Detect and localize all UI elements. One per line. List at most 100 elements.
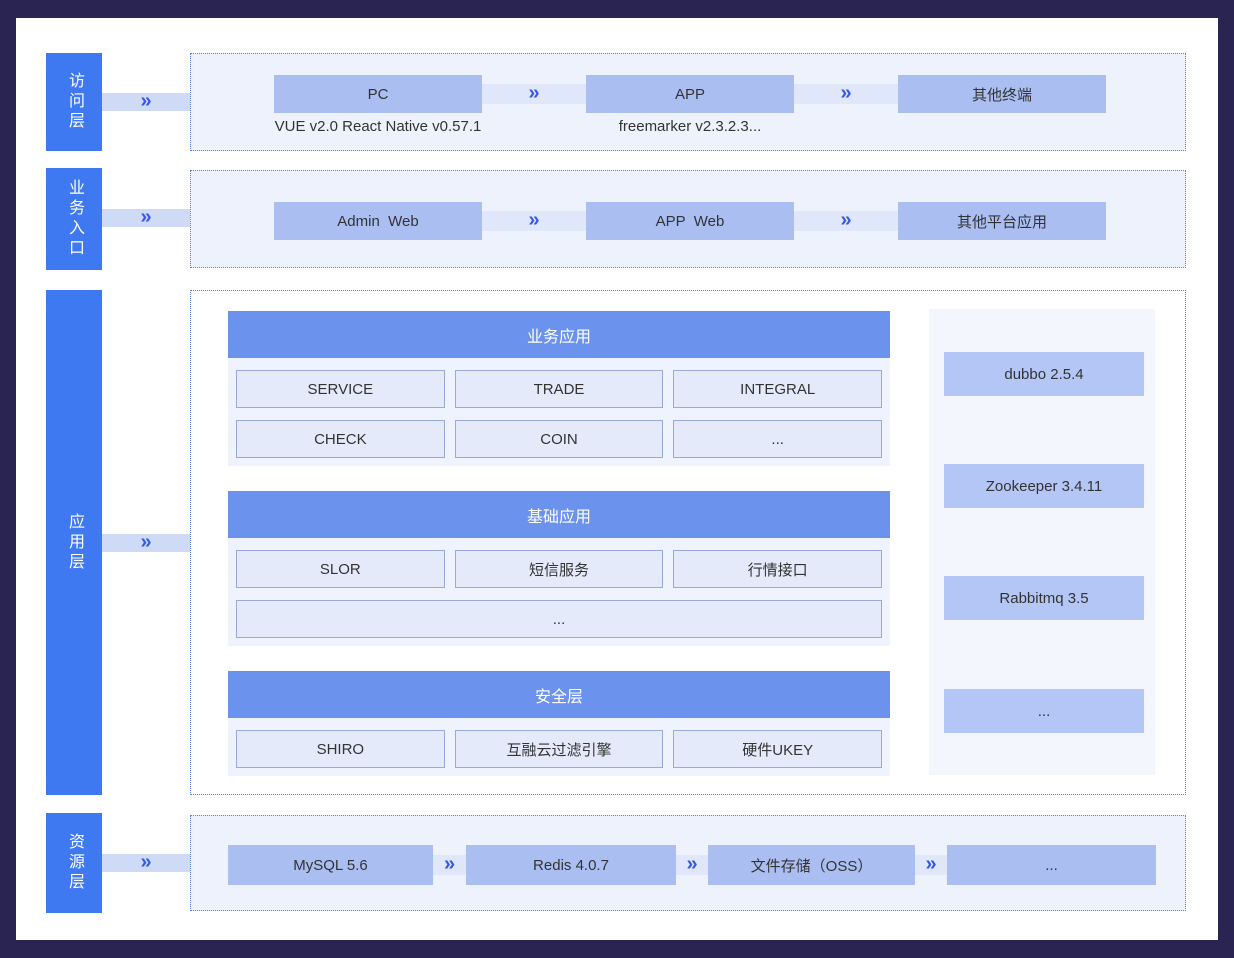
double-chevron-icon: » <box>140 531 152 553</box>
cell-slor-label: SLOR <box>319 560 361 578</box>
node-app-label: APP <box>674 85 705 103</box>
cell-service-label: SERVICE <box>307 380 374 398</box>
double-chevron-icon: » <box>140 206 152 228</box>
group-business-app: 业务应用 SERVICE TRADE INTEGRAL CHECK COIN .… <box>228 311 890 466</box>
layer-label-application: 应用层 <box>46 290 102 795</box>
cell-check-label: CHECK <box>314 430 367 448</box>
connector-pc-app: » <box>482 82 586 104</box>
node-mysql: MySQL 5.6 <box>228 845 433 885</box>
node-redis: Redis 4.0.7 <box>466 845 676 885</box>
node-other-platform: 其他平台应用 <box>898 202 1106 240</box>
group-base-app-header: 基础应用 <box>228 491 890 538</box>
node-app-web-label: APP Web <box>655 212 725 230</box>
diagram-canvas: 访问层 » PC VUE v2.0 React Native v0.57.1 »… <box>16 18 1218 940</box>
double-chevron-icon: » <box>686 853 698 875</box>
cell-sms-service: 短信服务 <box>454 550 664 588</box>
layer-label-resource-text: 资源层 <box>66 833 83 893</box>
double-chevron-icon: » <box>443 853 456 875</box>
layer-label-access: 访问层 <box>46 53 102 151</box>
double-chevron-icon: » <box>140 90 152 112</box>
cell-hardware-ukey: 硬件UKEY <box>673 730 882 768</box>
cell-shiro-label: SHIRO <box>316 740 365 758</box>
node-rabbitmq: Rabbitmq 3.5 <box>944 576 1144 620</box>
connector-appweb-otherplatform: » <box>794 209 898 231</box>
group-business-app-body: SERVICE TRADE INTEGRAL CHECK COIN ... <box>228 358 890 466</box>
group-business-app-header: 业务应用 <box>228 311 890 358</box>
double-chevron-icon: » <box>528 82 540 104</box>
cell-sms-service-label: 短信服务 <box>528 561 589 579</box>
connector-application: » <box>102 531 190 553</box>
double-chevron-icon: » <box>840 82 852 104</box>
node-app: APP <box>586 75 794 113</box>
node-pc: PC <box>274 75 482 113</box>
resource-panel: MySQL 5.6 » Redis 4.0.7 » 文件存储（OSS） » ..… <box>190 815 1186 911</box>
node-mysql-label: MySQL 5.6 <box>293 856 368 874</box>
cell-hardware-ukey-label: 硬件UKEY <box>742 741 814 759</box>
cell-business-more-label: ... <box>771 430 784 448</box>
node-admin-web-label: Admin Web <box>337 212 419 230</box>
connector-entry: » <box>102 206 190 228</box>
node-dubbo: dubbo 2.5.4 <box>944 352 1144 396</box>
node-middleware-more: ... <box>944 689 1144 733</box>
node-resource-more-label: ... <box>1045 856 1058 874</box>
connector-oss-more: » <box>915 853 947 875</box>
group-security: 安全层 SHIRO 互融云过滤引擎 硬件UKEY <box>228 671 890 776</box>
node-file-storage-oss: 文件存储（OSS） <box>708 845 915 885</box>
entry-panel: Admin Web » APP Web » 其他平台应用 <box>190 170 1186 268</box>
layer-label-entry: 业务入口 <box>46 168 102 270</box>
group-base-app: 基础应用 SLOR 短信服务 行情接口 ... <box>228 491 890 646</box>
node-app-web: APP Web <box>586 202 794 240</box>
cell-business-more: ... <box>673 420 882 458</box>
node-resource-more: ... <box>947 845 1156 885</box>
connector-resource: » <box>102 851 190 873</box>
double-chevron-icon: » <box>925 853 937 875</box>
node-app-subtext: freemarker v2.3.2.3... <box>586 118 794 135</box>
connector-app-other: » <box>794 82 898 104</box>
node-other-platform-label: 其他平台应用 <box>956 213 1047 231</box>
node-dubbo-label: dubbo 2.5.4 <box>1004 365 1084 383</box>
node-app-subtext-value: freemarker v2.3.2.3... <box>618 118 762 135</box>
node-rabbitmq-label: Rabbitmq 3.5 <box>999 589 1089 607</box>
connector-redis-oss: » <box>676 853 708 875</box>
node-admin-web: Admin Web <box>274 202 482 240</box>
cell-trade-label: TRADE <box>533 380 585 398</box>
cell-integral: INTEGRAL <box>673 370 882 408</box>
cell-coin: COIN <box>454 420 664 458</box>
node-other-terminal-label: 其他终端 <box>971 86 1032 104</box>
layer-label-resource: 资源层 <box>46 813 102 913</box>
cell-quote-api: 行情接口 <box>673 550 882 588</box>
cell-coin-label: COIN <box>540 430 578 448</box>
cell-service: SERVICE <box>236 370 445 408</box>
cell-check: CHECK <box>236 420 445 458</box>
node-zookeeper-label: Zookeeper 3.4.11 <box>985 477 1103 495</box>
cell-trade: TRADE <box>454 370 664 408</box>
node-pc-subtext-value: VUE v2.0 React Native v0.57.1 <box>274 118 482 135</box>
middleware-sidebar: dubbo 2.5.4 Zookeeper 3.4.11 Rabbitmq 3.… <box>929 309 1155 775</box>
cell-quote-api-label: 行情接口 <box>747 561 808 579</box>
cell-integral-label: INTEGRAL <box>740 380 816 398</box>
layer-label-entry-text: 业务入口 <box>66 179 83 259</box>
group-security-header: 安全层 <box>228 671 890 718</box>
cell-base-more: ... <box>236 600 882 638</box>
connector-adminweb-appweb: » <box>482 209 586 231</box>
node-file-storage-oss-label: 文件存储（OSS） <box>750 857 873 875</box>
cell-filter-engine: 互融云过滤引擎 <box>454 730 664 768</box>
connector-access: » <box>102 90 190 112</box>
double-chevron-icon: » <box>140 851 152 873</box>
group-base-app-body: SLOR 短信服务 行情接口 ... <box>228 538 890 646</box>
layer-label-access-text: 访问层 <box>66 72 83 132</box>
node-pc-label: PC <box>367 85 389 103</box>
cell-shiro: SHIRO <box>236 730 445 768</box>
node-other-terminal: 其他终端 <box>898 75 1106 113</box>
cell-filter-engine-label: 互融云过滤引擎 <box>506 741 612 759</box>
cell-slor: SLOR <box>236 550 445 588</box>
node-pc-subtext: VUE v2.0 React Native v0.57.1 <box>274 118 482 135</box>
application-panel: 业务应用 SERVICE TRADE INTEGRAL CHECK COIN .… <box>190 290 1186 795</box>
layer-label-application-text: 应用层 <box>66 512 83 573</box>
double-chevron-icon: » <box>528 209 540 231</box>
node-zookeeper: Zookeeper 3.4.11 <box>944 464 1144 508</box>
connector-mysql-redis: » <box>433 853 466 875</box>
double-chevron-icon: » <box>840 209 852 231</box>
node-middleware-more-label: ... <box>1037 702 1051 720</box>
